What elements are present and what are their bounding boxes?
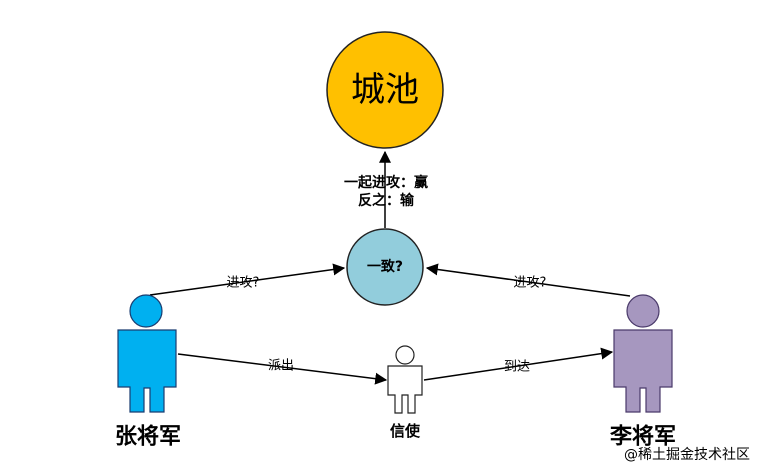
city-label: 城池 [351, 70, 419, 110]
edge-label-zhang-attack: 进攻? [227, 276, 260, 291]
general-li-body [613, 329, 673, 413]
general-li-label: 李将军 [609, 424, 676, 450]
messenger-label: 信使 [390, 422, 421, 440]
outcome-win-label: 一起进攻：赢 [344, 174, 428, 191]
edge-zhang-to-consensus [149, 263, 346, 296]
edge-label-arrive: 到达 [504, 360, 530, 375]
general-zhang-head [129, 294, 163, 328]
edge-zhang-to-messenger [177, 353, 388, 385]
city-node [326, 31, 444, 149]
outcome-lose-label: 反之：输 [358, 192, 415, 209]
edge-label-li-attack: 进攻? [514, 276, 547, 291]
messenger-head [395, 345, 415, 365]
general-zhang-figure [117, 294, 177, 413]
edge-label-dispatch: 派出 [268, 359, 294, 374]
messenger-figure [387, 345, 423, 414]
general-zhang-body [117, 329, 177, 413]
edge-messenger-to-li [423, 347, 614, 381]
general-li-figure [613, 294, 673, 413]
edge-li-to-consensus [425, 263, 631, 297]
general-li-head [626, 294, 660, 328]
consensus-node [346, 228, 424, 306]
watermark-text: @稀土掘金技术社区 [624, 447, 750, 463]
general-zhang-label: 张将军 [115, 424, 181, 450]
messenger-body [387, 365, 423, 414]
consensus-label: 一致? [367, 258, 403, 275]
